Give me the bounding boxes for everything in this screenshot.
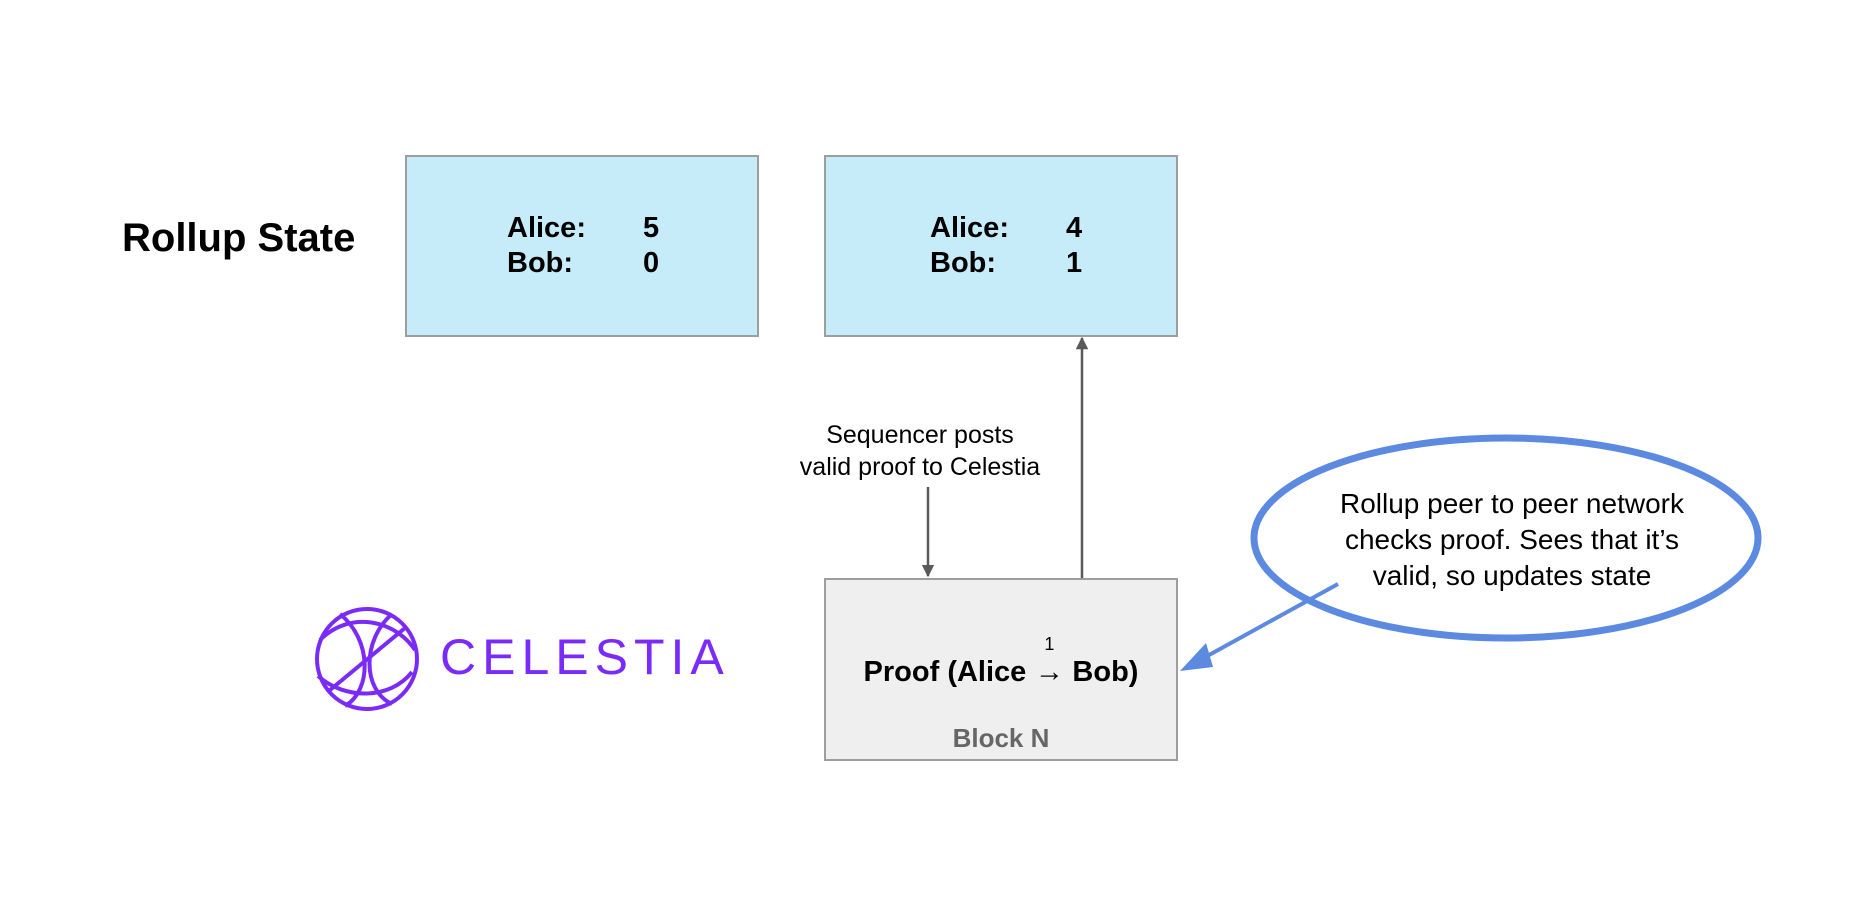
rollup-state-label: Rollup State <box>122 216 356 260</box>
proof-amount: 1 <box>1044 634 1055 654</box>
state-box-after: Alice: 4 Bob: 1 <box>824 155 1178 337</box>
sequencer-note-line: Sequencer posts <box>826 421 1014 449</box>
proof-prefix: Proof (Alice <box>863 656 1027 688</box>
balance-name: Bob: <box>930 247 997 279</box>
proof-transfer: 1 → <box>1034 634 1064 689</box>
balance-name: Bob: <box>507 247 574 279</box>
transfer-arrow-icon: → <box>1034 656 1064 688</box>
celestia-logo-icon <box>315 607 419 711</box>
proof-suffix: Bob) <box>1072 656 1139 688</box>
sequencer-note-line: valid proof to Celestia <box>799 453 1041 481</box>
proof-block: Proof (Alice 1 → Bob) Block N <box>824 578 1178 761</box>
block-label: Block N <box>952 723 1050 753</box>
sequencer-note: Sequencer posts valid proof to Celestia <box>770 419 1070 483</box>
balance-name: Alice: <box>930 212 1009 244</box>
state-box-before: Alice: 5 Bob: 0 <box>405 155 759 337</box>
network-callout-pointer <box>1199 582 1339 662</box>
network-callout-ellipse <box>1250 434 1762 642</box>
balance-name: Alice: <box>507 212 586 244</box>
network-note-line: valid, so updates state <box>1372 560 1652 591</box>
network-note-line: checks proof. Sees that it’s <box>1344 524 1680 555</box>
proof-label: Proof (Alice 1 → Bob) <box>826 634 1176 689</box>
balance-value: 4 <box>1066 212 1083 244</box>
celestia-wordmark: CELESTIA <box>440 629 730 685</box>
balance-value: 0 <box>643 247 660 279</box>
balance-value: 1 <box>1066 247 1083 279</box>
balance-value: 5 <box>643 212 660 244</box>
network-note-line: Rollup peer to peer network <box>1340 488 1684 519</box>
network-callout-pointer-head <box>1180 643 1213 671</box>
network-note: Rollup peer to peer network checks proof… <box>1292 486 1732 594</box>
